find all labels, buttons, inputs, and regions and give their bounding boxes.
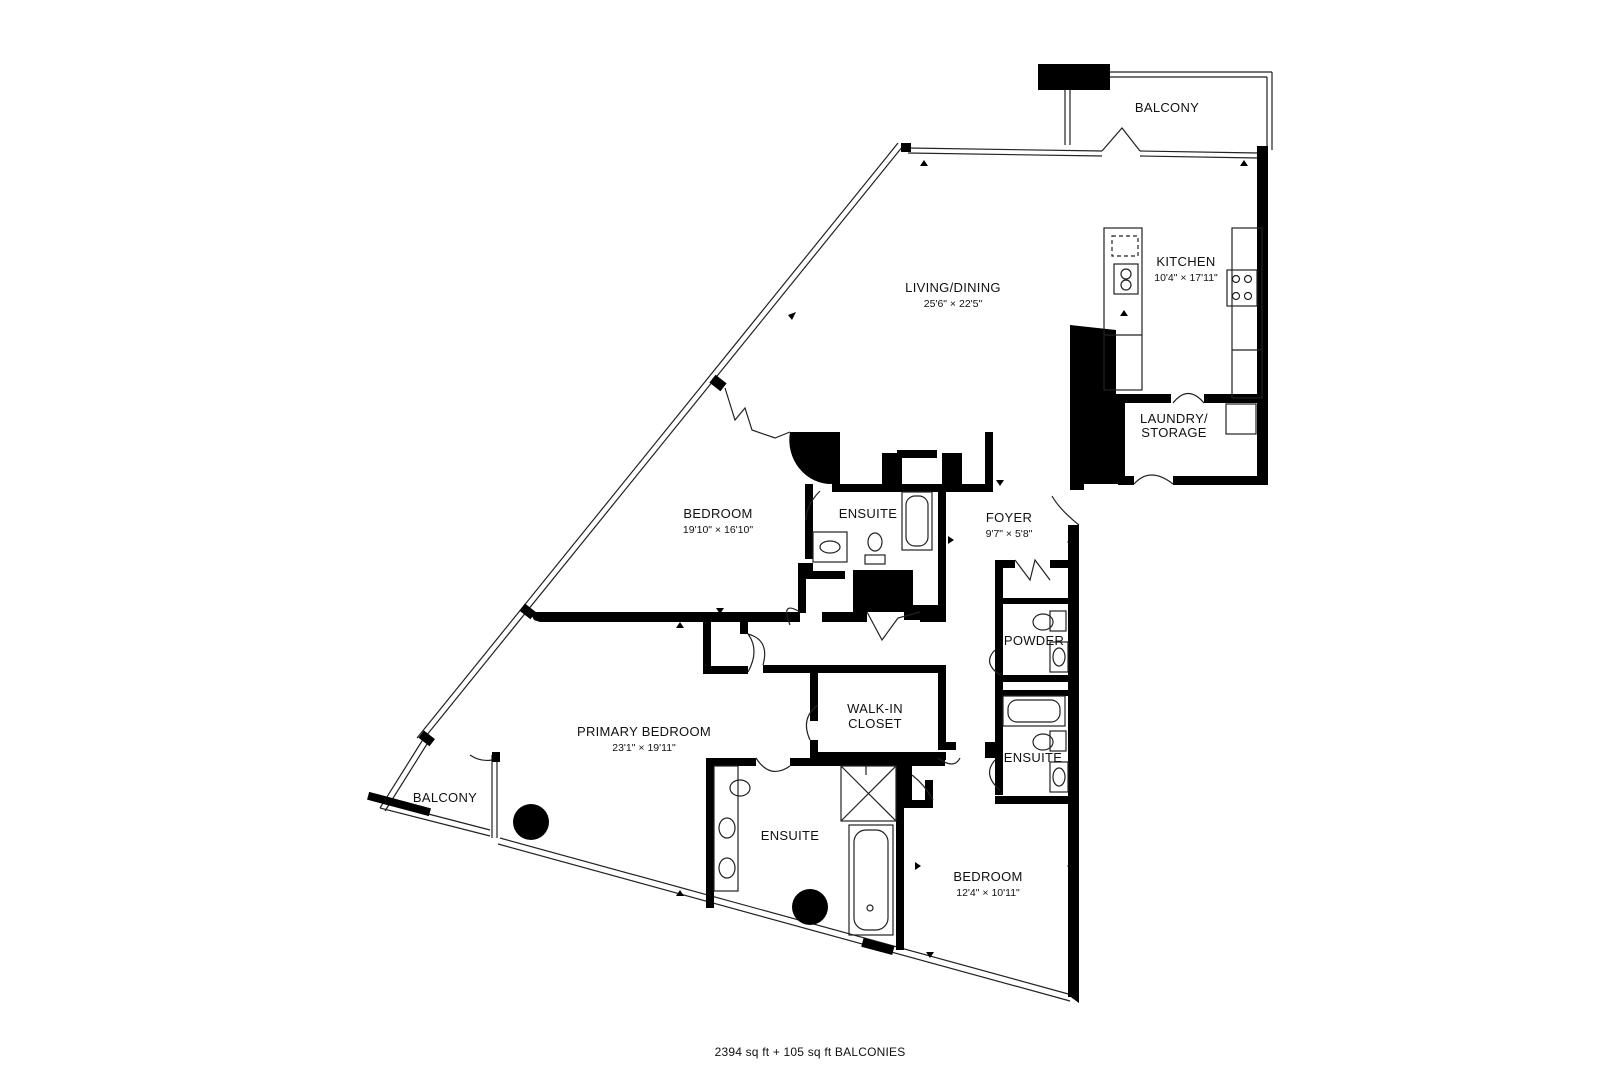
window-markers — [676, 160, 1248, 958]
bedroom-1-dims: 19'10" × 16'10" — [683, 524, 753, 536]
ensuite-2-label: ENSUITE — [1004, 750, 1062, 765]
storage-label: STORAGE — [1141, 425, 1206, 440]
bedroom-2-label: BEDROOM — [953, 869, 1022, 884]
foyer-dims: 9'7" × 5'8" — [986, 528, 1033, 540]
bedroom-2-dims: 12'4" × 10'11" — [956, 887, 1020, 899]
powder-label: POWDER — [1004, 633, 1064, 648]
doors — [469, 127, 1205, 801]
room-labels: BALCONY LIVING/DINING 25'6" × 22'5" KITC… — [413, 100, 1218, 899]
balcony-left-label: BALCONY — [413, 790, 477, 805]
area-summary-text: 2394 sq ft + 105 sq ft BALCONIES — [714, 1045, 906, 1059]
kitchen-label: KITCHEN — [1156, 254, 1215, 269]
laundry-label: LAUNDRY/ — [1140, 411, 1208, 426]
kitchen-fixtures — [1103, 227, 1263, 435]
columns — [513, 804, 828, 925]
balcony-top-label: BALCONY — [1135, 100, 1199, 115]
foyer-label: FOYER — [986, 510, 1032, 525]
bath-fixtures — [713, 491, 1069, 936]
living-dining-dims: 25'6" × 22'5" — [924, 298, 983, 310]
windows — [379, 71, 1273, 1002]
closet-label: CLOSET — [848, 716, 902, 731]
primary-bedroom-dims: 23'1" × 19'11" — [612, 742, 676, 754]
walk-in-label: WALK-IN — [847, 701, 903, 716]
area-summary: 2394 sq ft + 105 sq ft BALCONIES — [0, 1045, 1620, 1059]
living-dining-label: LIVING/DINING — [905, 280, 1001, 295]
ensuite-primary-label: ENSUITE — [761, 828, 819, 843]
kitchen-dims: 10'4" × 17'11" — [1154, 272, 1218, 284]
walls — [367, 64, 1268, 1003]
primary-bedroom-label: PRIMARY BEDROOM — [577, 724, 711, 739]
ensuite-1-label: ENSUITE — [839, 506, 897, 521]
bedroom-1-label: BEDROOM — [683, 506, 752, 521]
